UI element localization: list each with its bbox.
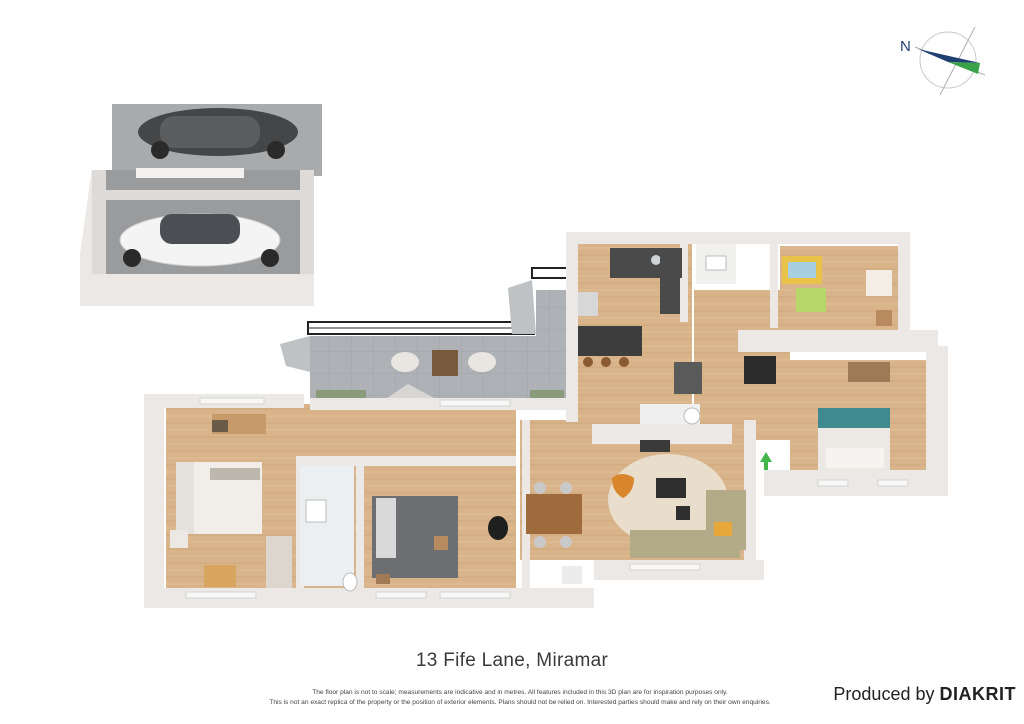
disclaimer: The floor plan is not to scale; measurem… bbox=[250, 688, 790, 708]
compass-north-label: N bbox=[900, 38, 911, 55]
deck bbox=[280, 267, 569, 416]
bedroom-master bbox=[372, 496, 508, 584]
property-address: 13 Fife Lane, Miramar bbox=[415, 650, 609, 671]
disclaimer-line-1: The floor plan is not to scale; measurem… bbox=[312, 689, 728, 696]
dining-area bbox=[526, 482, 582, 584]
producer-credit-prefix: Produced by bbox=[833, 684, 935, 704]
bathrooms bbox=[300, 244, 736, 592]
compass: N bbox=[900, 26, 986, 96]
kitchen bbox=[578, 248, 702, 394]
compass-rose-icon bbox=[914, 26, 986, 96]
parked-car-dark bbox=[138, 108, 298, 159]
garage bbox=[80, 104, 322, 306]
producer-credit: Produced by DIAKRIT bbox=[833, 684, 1016, 705]
living-area bbox=[608, 440, 746, 558]
bedroom-kids bbox=[782, 256, 892, 326]
deck-stairs bbox=[280, 280, 536, 372]
bedroom-right bbox=[744, 356, 890, 472]
producer-brand-logo: DIAKRIT bbox=[939, 684, 1016, 704]
disclaimer-line-2: This is not an exact replica of the prop… bbox=[269, 699, 771, 706]
parked-car-white bbox=[119, 213, 281, 267]
bedroom-left bbox=[170, 414, 292, 588]
windows bbox=[185, 397, 909, 599]
entry-arrow-icon bbox=[760, 452, 772, 470]
